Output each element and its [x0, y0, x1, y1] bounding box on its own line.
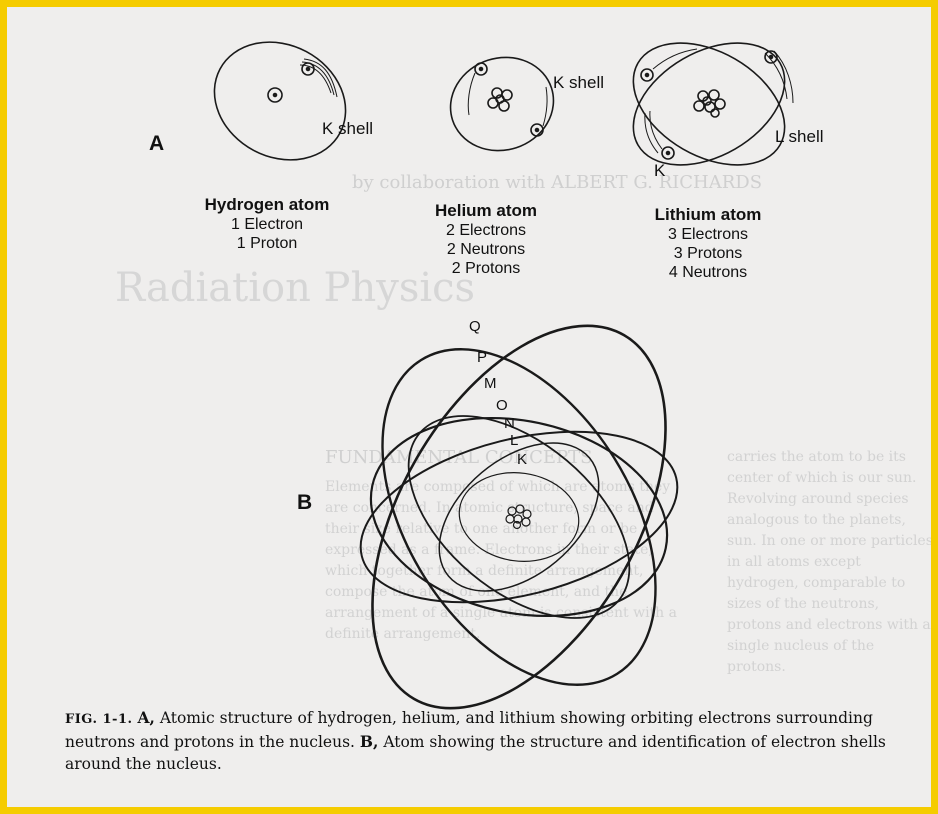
- atomic-structure-diagram: [213, 41, 794, 710]
- lithium-nucleus: [693, 89, 726, 118]
- shell-m-label: M: [484, 375, 497, 392]
- shell-p-orbit: [381, 348, 657, 686]
- lithium-line-2: 3 Protons: [673, 245, 743, 262]
- helium-line-1: 2 Electrons: [445, 222, 527, 239]
- shell-l-label: L: [510, 432, 519, 449]
- helium-info: Helium atom 2 Electrons 2 Neutrons 2 Pro…: [411, 201, 561, 278]
- hydrogen-k-orbit: [213, 41, 347, 161]
- shell-p-label: P: [477, 349, 488, 366]
- part-b-label: B: [297, 491, 313, 514]
- caption-part-a: A,: [137, 708, 155, 727]
- multi-shell-atom-drawing: [359, 324, 679, 710]
- hydrogen-shell-label: K shell: [322, 119, 374, 138]
- helium-atom-drawing: [449, 56, 555, 152]
- caption-text-b: Atom showing the structure and identific…: [65, 733, 886, 773]
- lithium-electron-1: [640, 68, 654, 82]
- shell-q-orbit: [371, 324, 667, 710]
- lithium-name: Lithium atom: [654, 205, 762, 224]
- caption-fig-number: FIG. 1-1.: [65, 712, 133, 727]
- caption-text-a: Atomic structure of hydrogen, helium, an…: [65, 709, 873, 751]
- helium-electron-2: [530, 123, 544, 137]
- lithium-electron-2: [764, 50, 778, 64]
- shell-q-label: Q: [469, 318, 481, 335]
- multi-shell-nucleus: [505, 504, 532, 530]
- helium-electron-1: [474, 62, 488, 76]
- helium-nucleus: [487, 87, 513, 112]
- helium-shell-label: K shell: [553, 73, 605, 92]
- lithium-atom-drawing: [632, 42, 794, 166]
- lithium-l-orbit: [632, 42, 786, 166]
- shell-k-label: K: [517, 451, 528, 468]
- lithium-l-shell-label: L shell: [775, 127, 824, 146]
- shell-n-label: N: [504, 415, 515, 432]
- part-a-label: A: [149, 132, 165, 155]
- helium-name: Helium atom: [434, 201, 538, 220]
- lithium-electron-3: [661, 146, 675, 160]
- lithium-info: Lithium atom 3 Electrons 3 Protons 4 Neu…: [633, 205, 783, 282]
- hydrogen-line-2: 1 Proton: [236, 235, 298, 252]
- lithium-line-1: 3 Electrons: [667, 226, 749, 243]
- hydrogen-atom-drawing: [213, 41, 347, 161]
- shell-l-orbit: [438, 442, 600, 592]
- shell-o-label: O: [496, 397, 508, 414]
- helium-line-3: 2 Protons: [451, 260, 521, 277]
- shell-n-orbit: [407, 415, 631, 619]
- hydrogen-line-1: 1 Electron: [230, 216, 304, 233]
- helium-line-2: 2 Neutrons: [446, 241, 526, 258]
- caption-part-b: B,: [359, 732, 379, 751]
- shell-k-orbit: [458, 472, 580, 562]
- hydrogen-name: Hydrogen atom: [204, 195, 330, 214]
- hydrogen-info: Hydrogen atom 1 Electron 1 Proton: [192, 195, 342, 253]
- helium-k-orbit: [449, 56, 555, 152]
- hydrogen-nucleus: [267, 87, 283, 103]
- shell-o-orbit: [359, 430, 679, 604]
- figure-caption: FIG. 1-1. A, Atomic structure of hydroge…: [65, 707, 925, 775]
- lithium-k-orbit: [632, 42, 786, 166]
- shell-m-orbit: [369, 416, 669, 618]
- lithium-line-3: 4 Neutrons: [668, 264, 748, 281]
- lithium-k-shell-label: K: [654, 161, 666, 180]
